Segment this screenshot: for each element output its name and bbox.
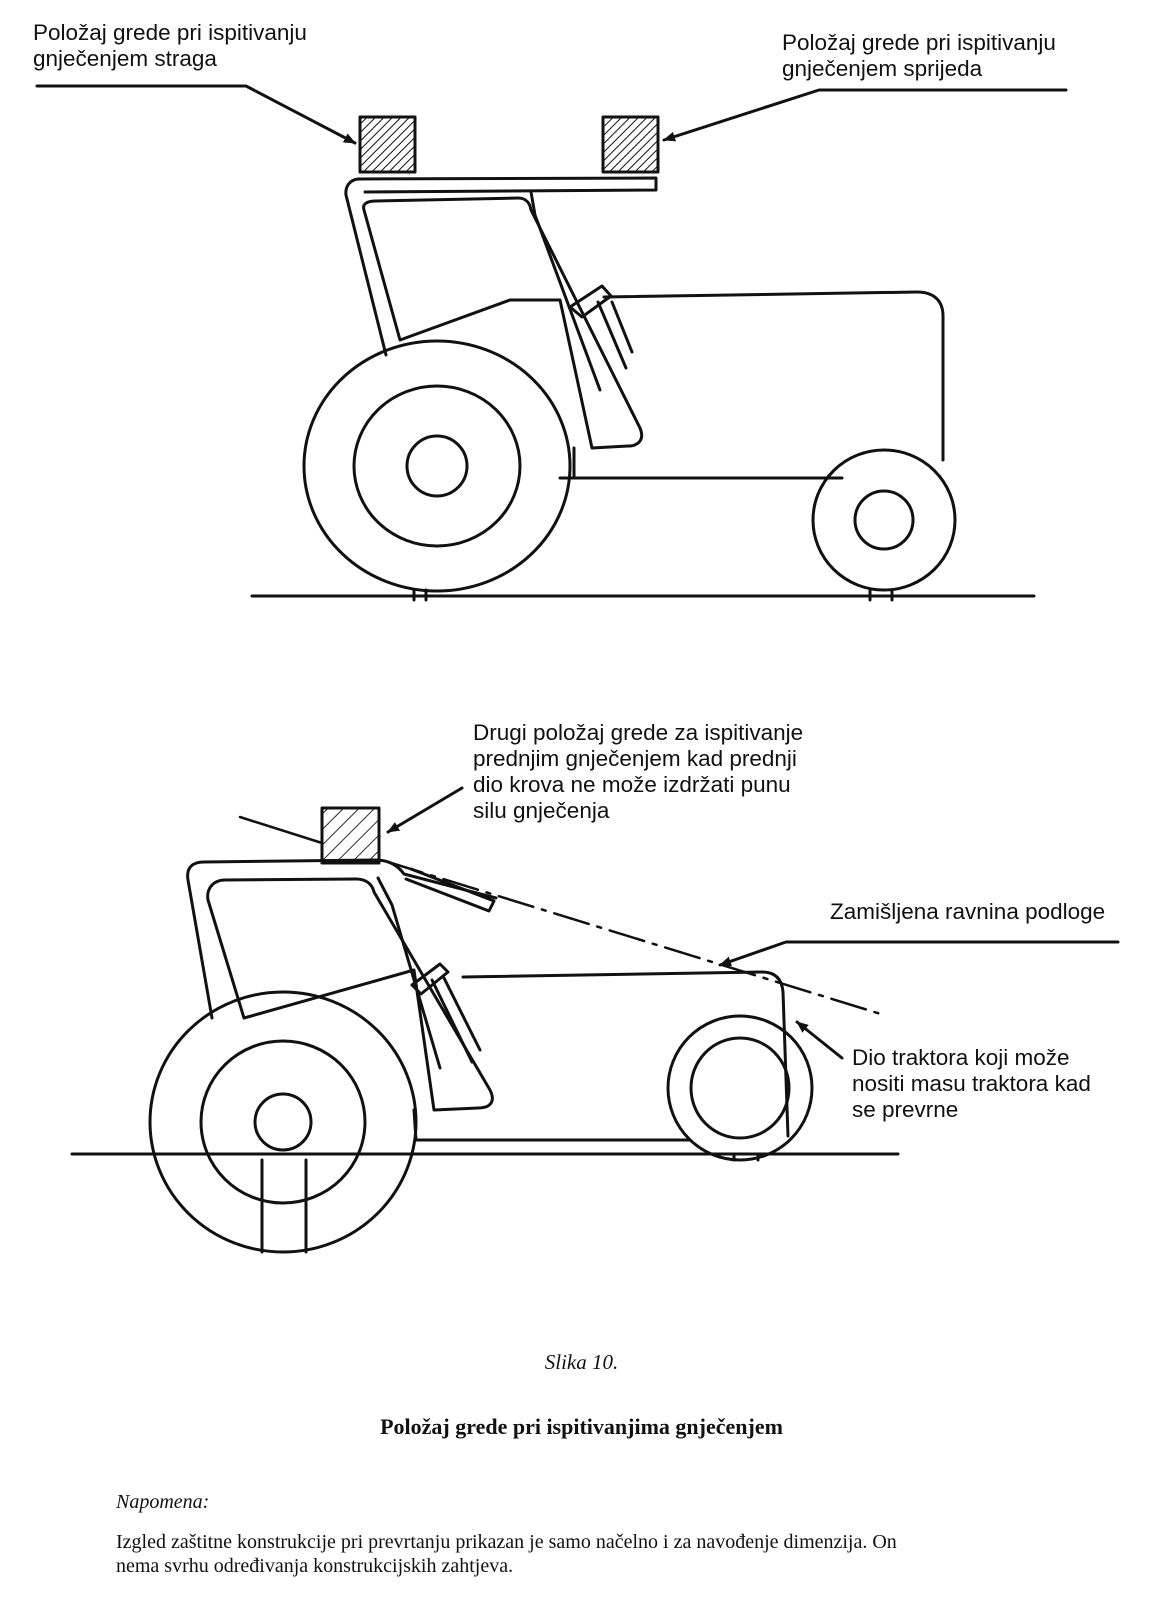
beam-reference-line: [238, 815, 324, 845]
rear-beam-leader: [35, 84, 357, 145]
front-beam-top: [601, 115, 660, 174]
rear-beam-label: Položaj grede pri ispitivanju gnječenjem…: [33, 20, 307, 71]
roof-top: [356, 176, 658, 194]
hood-top: [602, 290, 945, 462]
steering-column-top: [596, 300, 634, 370]
note-body: Izgled zaštitne konstrukcije pri prevrta…: [116, 1531, 897, 1577]
front-hub-top: [853, 489, 915, 551]
rear-tyre-top: [302, 339, 572, 593]
hood-strut-bottom: [404, 867, 496, 913]
cab-post-top: [529, 190, 602, 392]
rear-hub-top: [405, 434, 469, 498]
alt-beam-leader: [386, 786, 464, 834]
tractor-bottom: [70, 786, 1120, 1254]
rear-hub-bottom: [253, 1092, 313, 1152]
rear-beam-top: [358, 115, 417, 174]
figure-title: Položaj grede pri ispitivanjima gnječenj…: [380, 1414, 783, 1439]
hood-bottom: [461, 970, 790, 1138]
imaginary-ground-plane: [386, 860, 886, 1017]
body-lower-bottom: [412, 1108, 692, 1142]
rear-tyre-bottom: [148, 990, 418, 1254]
support-part-label: Dio traktora koji može nositi masu trakt…: [852, 1045, 1091, 1122]
front-tyre-bottom: [666, 1014, 814, 1162]
note-heading: Napomena:: [116, 1491, 210, 1513]
rear-rim-top: [352, 384, 522, 548]
rear-rim-bottom: [199, 1039, 367, 1205]
front-tyre-top: [811, 448, 957, 592]
cab-window-top: [362, 196, 644, 450]
steering-top: [568, 284, 613, 319]
front-beam-leader: [662, 88, 1068, 142]
cab-frame-bottom: [186, 858, 498, 1020]
ground-plane-label: Zamišljena ravnina podloge: [830, 899, 1106, 924]
cab-post-bottom: [376, 876, 442, 1070]
steering-column-bottom: [430, 976, 482, 1064]
tractor-top: [35, 84, 1068, 602]
alt-beam-label: Drugi položaj grede za ispitivanje predn…: [473, 720, 804, 823]
alt-beam-bottom: [320, 806, 381, 865]
cab-window-bottom: [206, 877, 494, 1112]
figure-number: Slika 10.: [544, 1350, 619, 1374]
body-lower-top: [572, 446, 844, 480]
steering-bottom: [410, 962, 450, 996]
cab-frame-top: [344, 177, 388, 357]
front-rim-bottom: [689, 1036, 791, 1140]
ground-plane-leader: [718, 940, 1120, 967]
front-beam-label: Položaj grede pri ispitivanju gnječenjem…: [782, 30, 1056, 81]
support-part-leader: [795, 1020, 844, 1060]
